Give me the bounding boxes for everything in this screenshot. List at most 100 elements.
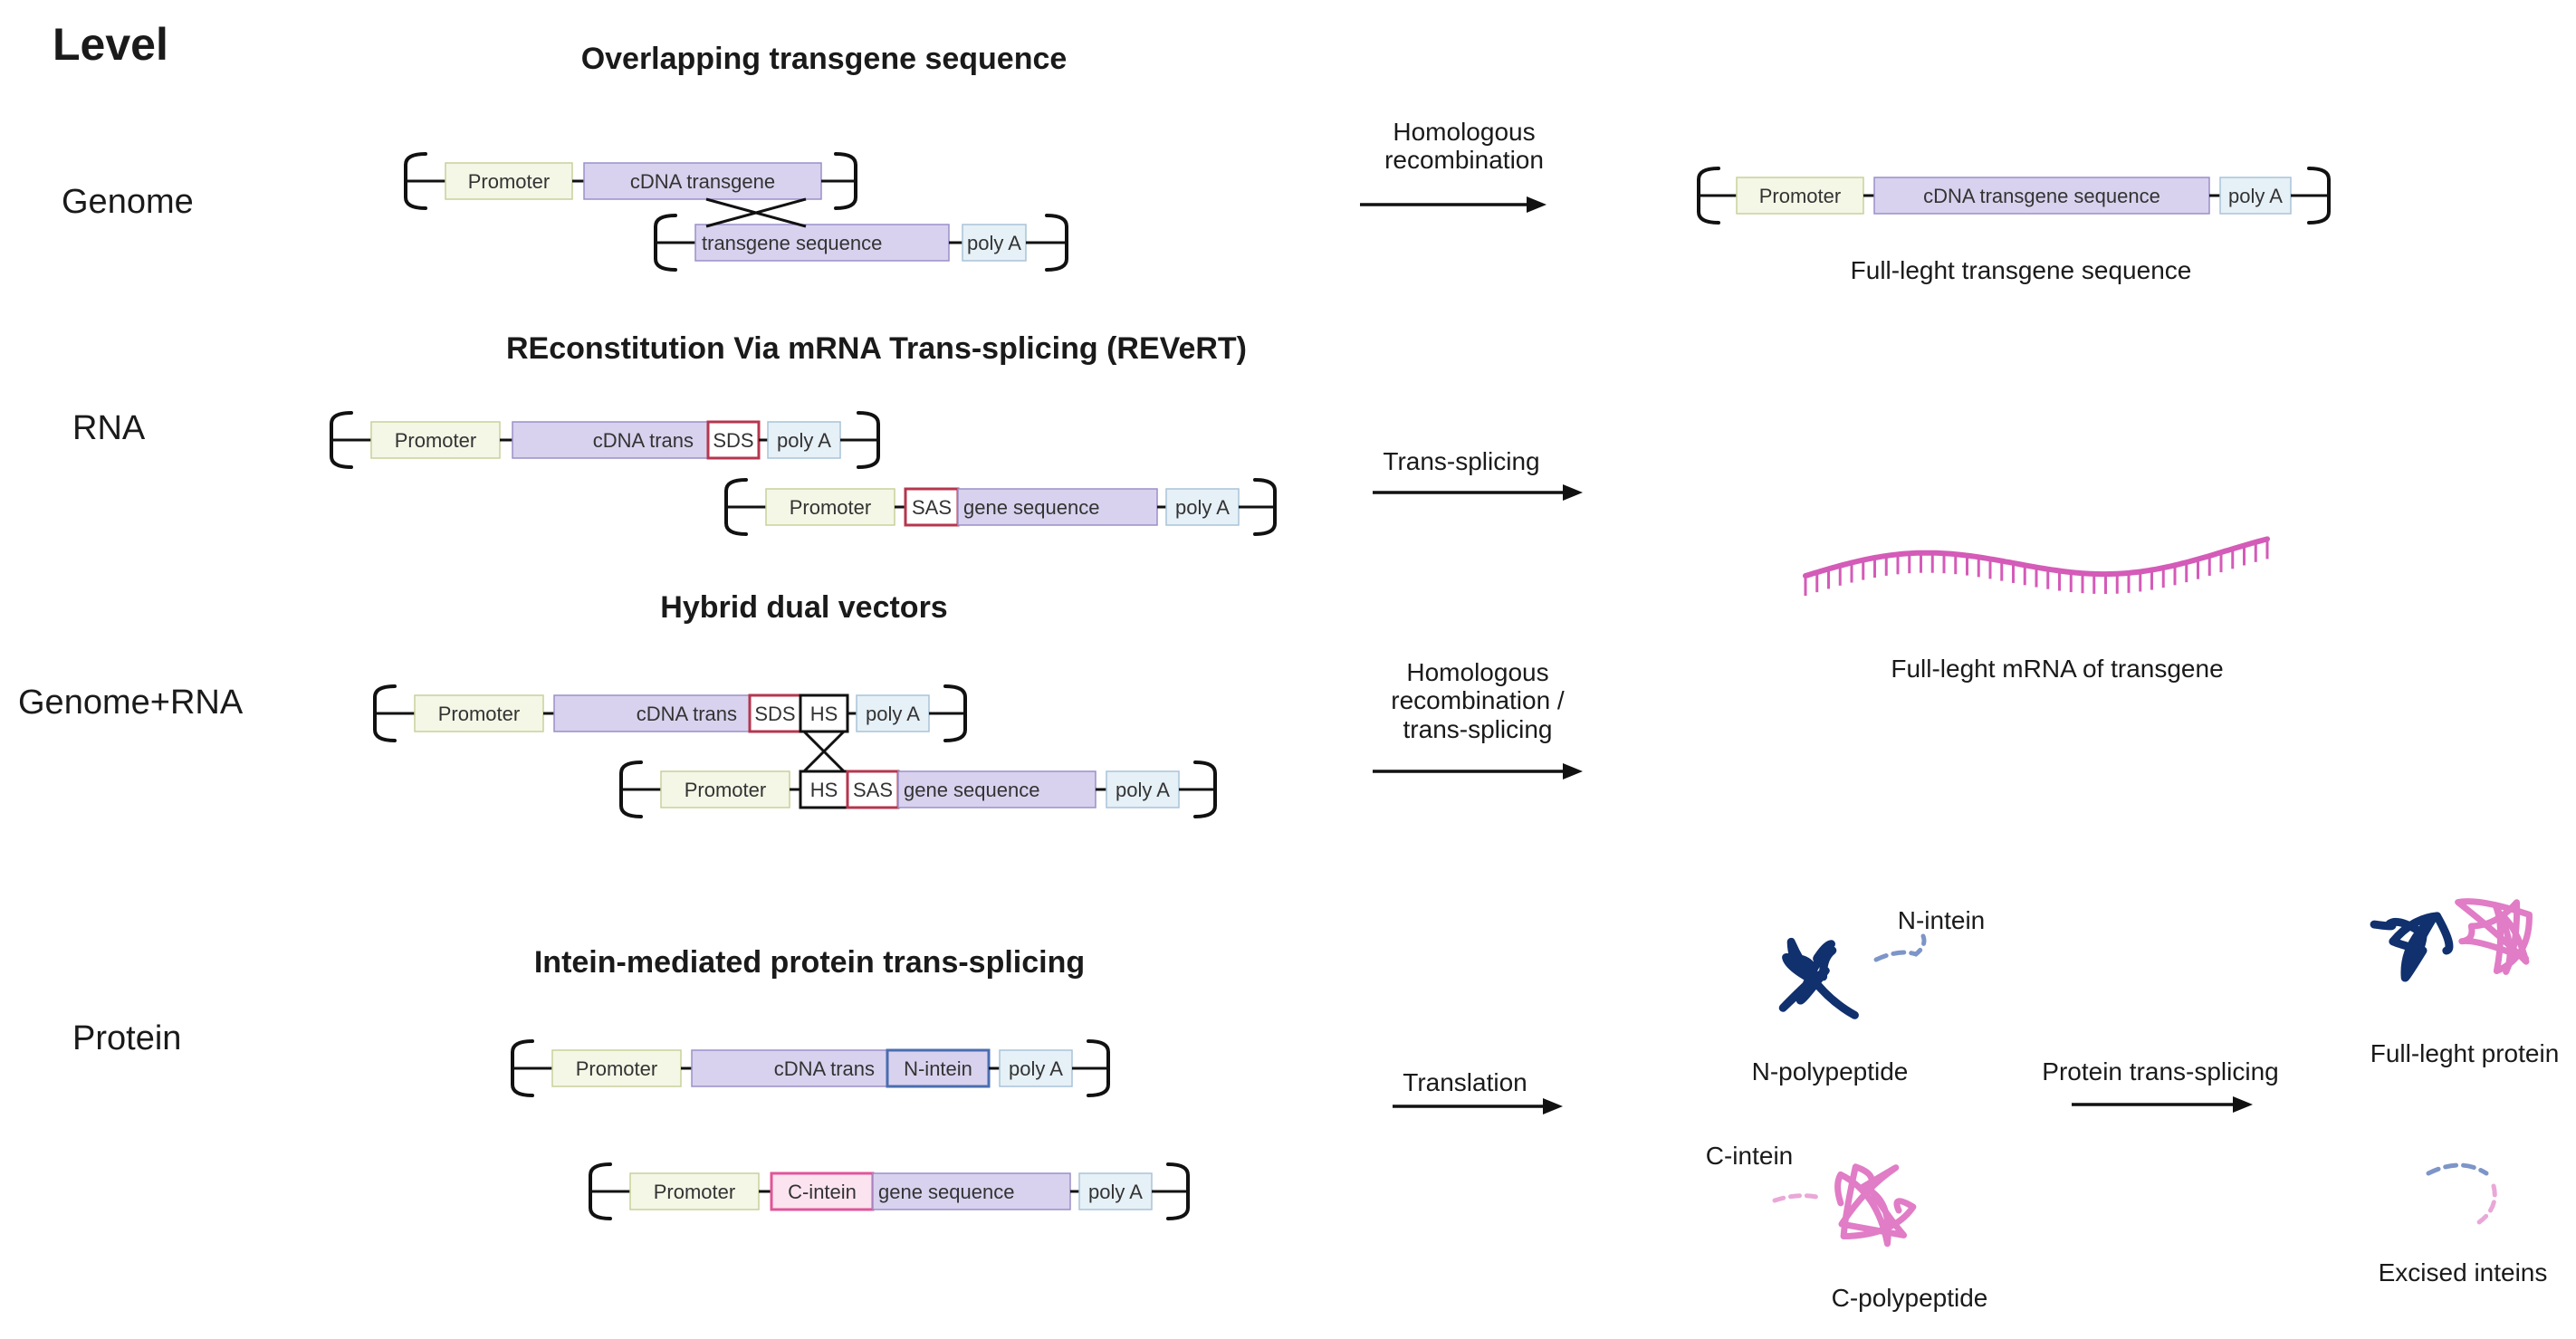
n-intein-fragment [1873, 933, 1927, 962]
construct-hybrid-2: Promoter HS SAS gene sequence poly A [619, 760, 1217, 818]
promoter-label: Promoter [576, 1057, 657, 1080]
arrow-homologous-recombination [1360, 196, 1547, 213]
cdna-label: gene sequence [963, 496, 1099, 519]
arrow-trans-splicing [1373, 484, 1583, 501]
promoter-box [414, 694, 544, 732]
cdna-label: cDNA trans [774, 1057, 875, 1080]
polya-box [962, 224, 1027, 262]
nint-box [886, 1048, 991, 1088]
arrow-head [2233, 1096, 2253, 1113]
hs-label: HS [810, 703, 838, 725]
mrna-strand [1803, 536, 2270, 596]
splice-label: SDS [754, 703, 795, 725]
hs-label: HS [810, 779, 838, 801]
step-protein-trans-splicing: Protein trans-splicing [2042, 1057, 2279, 1086]
step-hybrid: Homologous recombination / trans-splicin… [1391, 658, 1565, 743]
construct-overlap-2: transgene sequence poly A [654, 214, 1068, 272]
construct-revert-2: Promoter SAS gene sequence poly A [724, 478, 1277, 536]
cdna-label: transgene sequence [702, 232, 882, 254]
splice-label: SAS [912, 496, 952, 519]
promoter-label: Promoter [790, 496, 871, 519]
polya-label: poly A [1009, 1057, 1063, 1080]
crossover-line [705, 197, 807, 228]
cdna-label: gene sequence [904, 779, 1039, 801]
level-protein: Protein [72, 1019, 182, 1057]
full-protein-n-part [2370, 912, 2454, 982]
splice-box [846, 770, 900, 809]
n-polypeptide-blob [1778, 937, 1859, 1019]
excised-n-intein [2426, 1162, 2489, 1176]
splice-label: SAS [853, 779, 893, 801]
caption-full-mrna: Full-leght mRNA of transgene [1891, 655, 2224, 683]
caption-full-transgene: Full-leght transgene sequence [1850, 256, 2192, 284]
construct-hybrid-1: Promoter cDNA trans SDS HS poly A [373, 684, 967, 742]
cdna-box [872, 1172, 1071, 1210]
step-trans-splicing: Trans-splicing [1383, 447, 1540, 475]
polya-label: poly A [967, 232, 1021, 254]
polya-label: poly A [1088, 1181, 1143, 1203]
section-title-revert: REconstitution Via mRNA Trans-splicing (… [506, 331, 1247, 366]
arrow-head [1527, 196, 1547, 213]
cdna-box [583, 162, 822, 200]
promoter-label: Promoter [468, 170, 550, 193]
c-polypeptide-blob [1834, 1163, 1917, 1248]
polya-label: poly A [866, 703, 920, 725]
promoter-box [660, 770, 790, 808]
crossover-line [802, 730, 846, 773]
polya-box [1078, 1172, 1153, 1210]
polya-box [856, 694, 930, 732]
cint-label: C-intein [788, 1181, 857, 1203]
section-title-hybrid: Hybrid dual vectors [660, 590, 948, 625]
c-intein-fragment [1772, 1193, 1819, 1203]
cdna-label: cDNA transgene sequence [1923, 185, 2160, 207]
promoter-label: Promoter [438, 703, 520, 725]
caption-n-intein: N-intein [1897, 906, 1986, 934]
polya-box [767, 421, 841, 459]
caption-full-protein: Full-leght protein [2370, 1039, 2560, 1067]
polya-box [1106, 770, 1180, 808]
full-protein-c-part [2455, 898, 2533, 975]
caption-excised-inteins: Excised inteins [2378, 1258, 2548, 1286]
caption-c-polypeptide: C-polypeptide [1831, 1284, 1988, 1312]
promoter-box [629, 1172, 760, 1210]
construct-full-transgene: Promoter cDNA transgene sequence poly A [1697, 167, 2331, 225]
cdna-label: gene sequence [878, 1181, 1014, 1203]
promoter-label: Promoter [1759, 185, 1841, 207]
arrow-head [1563, 763, 1583, 779]
cdna-box [694, 224, 950, 262]
level-genome-rna: Genome+RNA [18, 684, 244, 722]
construct-intein-2: Promoter C-intein gene sequence poly A [589, 1162, 1190, 1220]
level-genome: Genome [62, 183, 194, 221]
level-rna: RNA [72, 409, 146, 447]
section-title-intein: Intein-mediated protein trans-splicing [533, 945, 1086, 980]
arrow-head [1563, 484, 1583, 501]
step-homologous-recombination: Homologous recombination [1384, 118, 1544, 175]
caption-c-intein: C-intein [1705, 1142, 1794, 1170]
cdna-label: cDNA trans [637, 703, 737, 725]
caption-n-polypeptide: N-polypeptide [1751, 1057, 1909, 1086]
promoter-label: Promoter [685, 779, 766, 801]
level-title: Level [53, 19, 168, 70]
promoter-box [445, 162, 573, 200]
splice-box [904, 487, 960, 527]
cdna-box [691, 1049, 888, 1087]
promoter-label: Promoter [395, 429, 476, 452]
promoter-label: Promoter [654, 1181, 735, 1203]
polya-box [999, 1049, 1073, 1087]
splice-box [748, 693, 802, 733]
arrow-protein-trans-splicing [2072, 1096, 2253, 1113]
arrow-hybrid [1373, 763, 1583, 779]
polya-label: poly A [1116, 779, 1170, 801]
polya-label: poly A [2228, 185, 2283, 207]
hs-box [799, 770, 849, 809]
splice-label: SDS [713, 429, 753, 452]
promoter-box [370, 421, 501, 459]
promoter-box [1736, 177, 1864, 215]
polya-label: poly A [1175, 496, 1230, 519]
cdna-box [1873, 177, 2210, 215]
cdna-box [512, 421, 709, 459]
